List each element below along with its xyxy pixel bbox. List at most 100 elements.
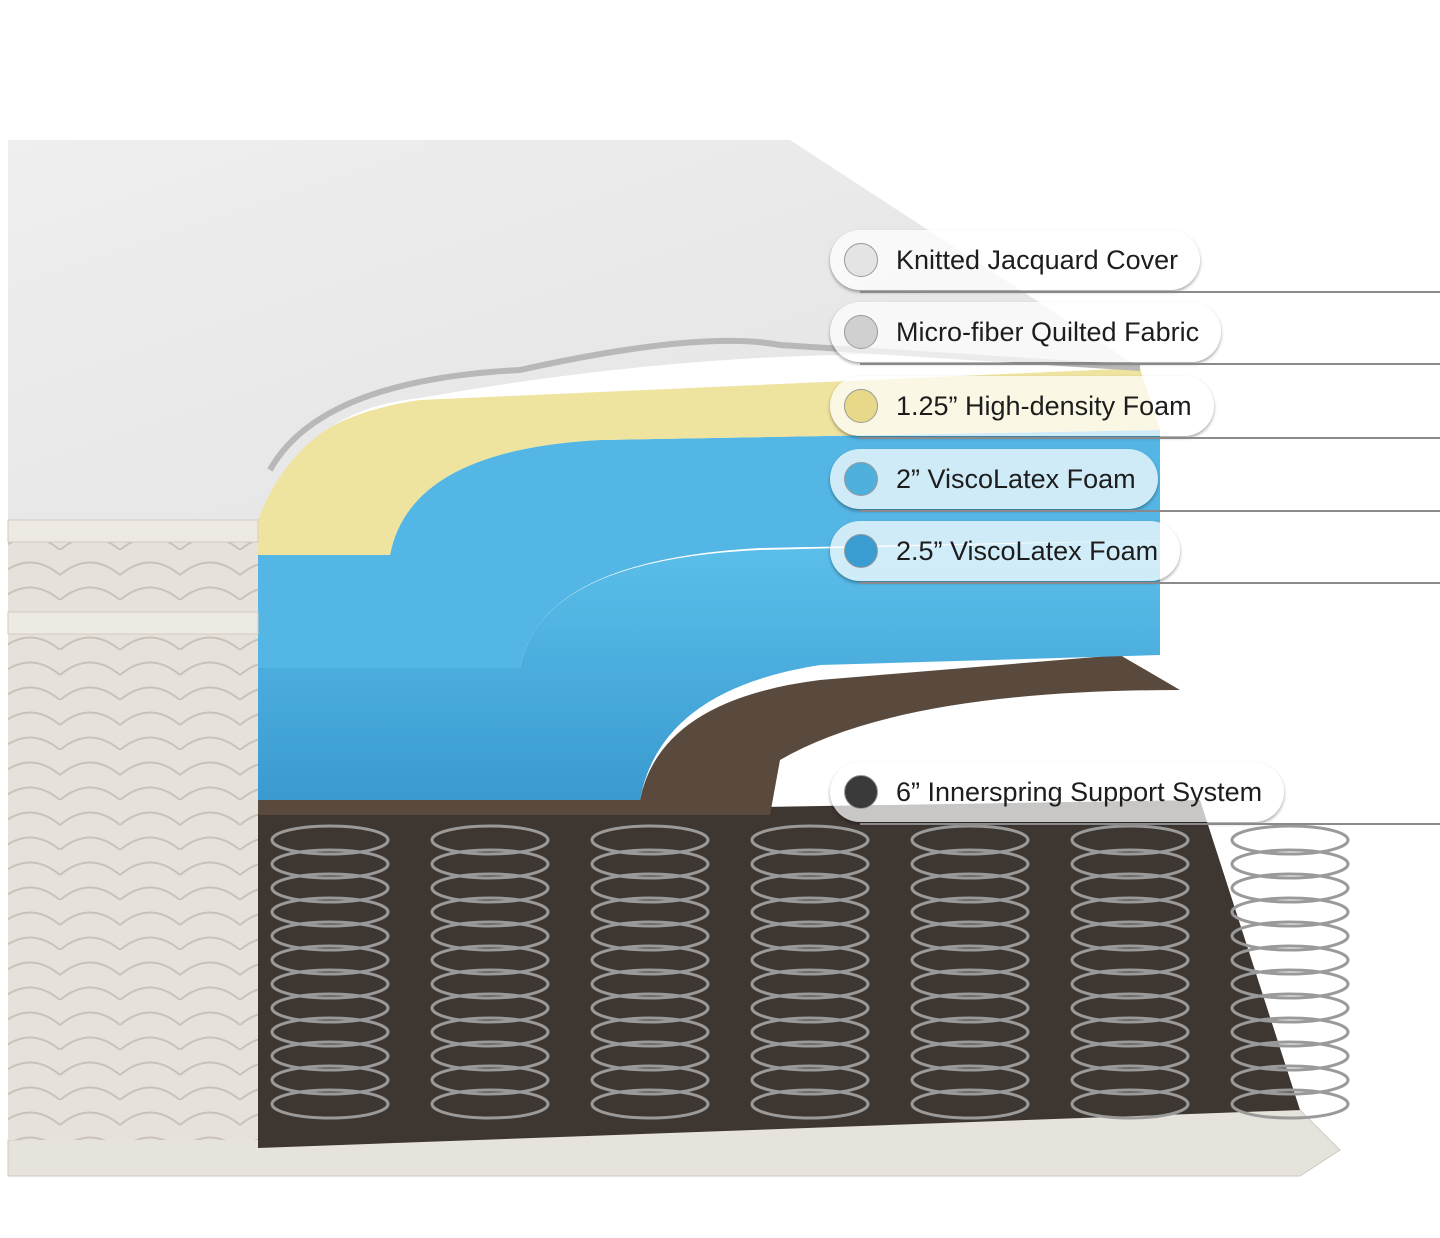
layer-swatch-icon [844,775,878,809]
layer-label-2in-viscolatex: 2” ViscoLatex Foam [830,449,1440,512]
spring-coil [430,1088,550,1120]
layer-label-2-5in-viscolatex: 2.5” ViscoLatex Foam [830,521,1440,584]
spring-coil [910,1088,1030,1120]
spring-coil [1070,824,1190,856]
spring-coil [430,968,550,1000]
spring-coil [1070,896,1190,928]
spring-coil [750,920,870,952]
spring-coil [750,824,870,856]
visco-latex-foam-lower [258,540,1160,800]
spring-coil [1230,968,1350,1000]
spring-coil [910,1016,1030,1048]
spring-coil [590,1040,710,1072]
spring-coil [750,968,870,1000]
spring-coil [430,824,550,856]
spring-coil [1070,992,1190,1024]
spring-coil [270,872,390,904]
spring-coil [270,1040,390,1072]
spring-coil [430,872,550,904]
layer-swatch-icon [844,534,878,568]
spring-coil [430,1064,550,1096]
spring-coil [910,848,1030,880]
spring-coil [910,896,1030,928]
spring-coil [1230,1088,1350,1120]
layer-swatch-icon [844,243,878,277]
spring-coil [750,1064,870,1096]
layer-label-quilted-fabric: Micro-fiber Quilted Fabric [830,302,1440,365]
spring-coil [750,896,870,928]
spring-coil [430,896,550,928]
layer-label-jacquard-cover: Knitted Jacquard Cover [830,230,1440,293]
layer-label-high-density-foam: 1.25” High-density Foam [830,376,1440,439]
spring-coil [1230,992,1350,1024]
spring-coil [1070,920,1190,952]
spring-coil [430,1016,550,1048]
spring-coil [270,1064,390,1096]
spring-coil [1070,944,1190,976]
spring-coil [430,992,550,1024]
spring-coil [1070,1016,1190,1048]
spring-coil [270,944,390,976]
spring-coil [1230,1016,1350,1048]
spring-coil [750,1040,870,1072]
layer-swatch-icon [844,389,878,423]
spring-coil [1070,872,1190,904]
spring-coil [750,1016,870,1048]
layer-swatch-icon [844,315,878,349]
spring-coil [910,872,1030,904]
spring-coil [270,896,390,928]
spring-coil [750,848,870,880]
spring-coil [270,1016,390,1048]
spring-coil [590,872,710,904]
spring-coil [430,848,550,880]
spring-coil [1230,1064,1350,1096]
spring-coil [590,920,710,952]
spring-coil [270,824,390,856]
spring-coil [590,1016,710,1048]
spring-coil [590,1088,710,1120]
spring-coil [270,968,390,1000]
spring-coil [910,992,1030,1024]
spring-coil [750,1088,870,1120]
spring-coil [910,968,1030,1000]
spring-coil [910,824,1030,856]
spring-coil [590,992,710,1024]
spring-coil [590,848,710,880]
spring-coil [1230,920,1350,952]
innerspring-area [258,800,1300,1148]
spring-coil [430,944,550,976]
spring-coil [590,824,710,856]
spring-coil [910,920,1030,952]
spring-coil [1230,896,1350,928]
spring-coil [1230,848,1350,880]
spring-coil [270,920,390,952]
spring-coil [1230,872,1350,904]
spring-coil [1070,968,1190,1000]
brown-insulator-pad [258,655,1180,815]
spring-coil [1070,1040,1190,1072]
spring-coil [590,968,710,1000]
spring-coil [590,1064,710,1096]
spring-coil [590,944,710,976]
spring-coil [1230,824,1350,856]
spring-coil [910,1064,1030,1096]
layer-label-innerspring: 6” Innerspring Support System [830,762,1440,825]
spring-coil [750,992,870,1024]
spring-coil [910,944,1030,976]
spring-coil [270,848,390,880]
spring-coil [1230,944,1350,976]
spring-coil [270,992,390,1024]
spring-coil [910,1040,1030,1072]
spring-coil [430,920,550,952]
spring-coil [750,872,870,904]
spring-coil [1070,1064,1190,1096]
spring-coil [590,896,710,928]
springs-group [270,824,1350,1120]
spring-coil [1230,1040,1350,1072]
spring-coil [1070,848,1190,880]
spring-coil [750,944,870,976]
spring-coil [430,1040,550,1072]
spring-coil [1070,1088,1190,1120]
spring-coil [270,1088,390,1120]
